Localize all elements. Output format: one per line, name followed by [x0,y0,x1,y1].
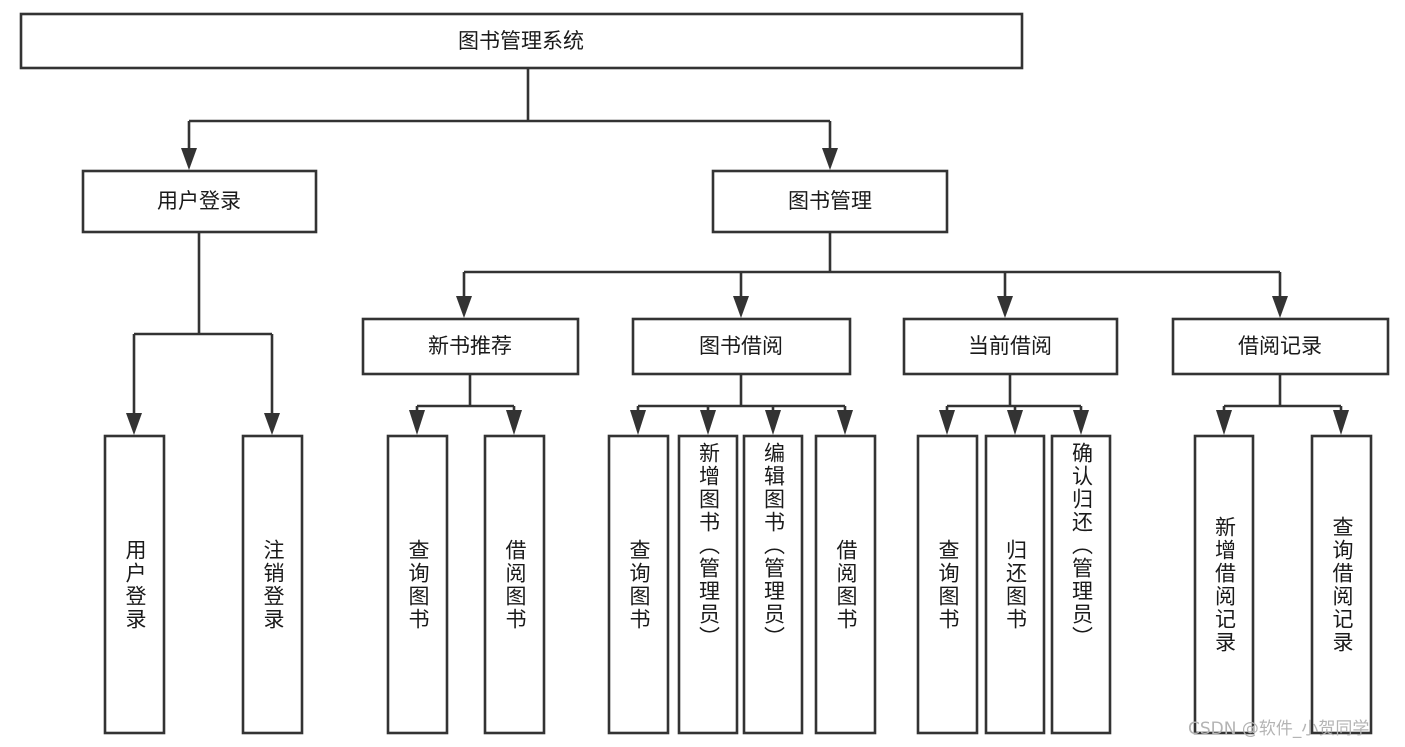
arrow-head-leaf-logout-login [264,413,280,435]
node-root-label: 图书管理系统 [458,29,584,53]
node-borrow-record-box[interactable] [1171,317,1390,376]
leaf-box-query-record[interactable] [1310,434,1373,735]
arrow-head-leaf-query-book-2 [630,410,646,435]
node-borrow-record-label: 借阅记录 [1238,334,1322,358]
leaf-box-query-book-3[interactable] [916,434,979,735]
leaf-box-user-login[interactable] [103,434,166,735]
arrow-head-leaf-confirm-return [1073,410,1089,435]
arrow-head-book-borrow [733,296,749,318]
arrow-head-leaf-return-book [1007,410,1023,435]
connector-user-login-to-leaves [126,232,280,435]
node-borrow-record[interactable]: 借阅记录 [1171,317,1390,376]
node-book-borrow[interactable]: 图书借阅 [631,317,852,376]
arrow-head-leaf-edit-book [765,410,781,435]
connector-book-borrow-to-leaves [630,374,853,435]
node-root-box[interactable] [19,12,1024,70]
arrow-head-leaf-borrow-book-1 [506,410,522,435]
leaf-box-add-record[interactable] [1193,434,1255,735]
node-new-book-recommend-label: 新书推荐 [428,334,512,358]
connector-borrow-record-to-leaves [1216,374,1349,435]
leaf-box-logout-login[interactable] [241,434,304,735]
connector-book-manage-to-level3 [456,232,1288,318]
connector-root-to-level2 [181,68,838,170]
leaf-box-confirm-return[interactable] [1050,434,1112,735]
node-book-manage-box[interactable] [711,169,949,234]
arrow-head-leaf-borrow-book-2 [837,410,853,435]
node-book-manage-label: 图书管理 [788,189,872,213]
node-current-borrow-label: 当前借阅 [968,334,1052,358]
node-user-login-label: 用户登录 [157,189,241,213]
leaf-box-return-book[interactable] [984,434,1046,735]
leaf-box-query-book-1[interactable] [386,434,449,735]
node-current-borrow-box[interactable] [902,317,1119,376]
leaf-box-borrow-book-1[interactable] [483,434,546,735]
node-user-login-box[interactable] [81,169,318,234]
arrow-head-book-manage [822,148,838,170]
node-new-book-recommend-box[interactable] [361,317,580,376]
arrow-head-borrow-record [1272,296,1288,318]
node-current-borrow[interactable]: 当前借阅 [902,317,1119,376]
arrow-head-leaf-add-record [1216,410,1232,435]
connector-new-book-recommend-to-leaves [409,374,522,435]
arrow-head-current-borrow [997,296,1013,318]
node-root[interactable]: 图书管理系统 [19,12,1024,70]
leaf-box-add-book[interactable] [677,434,739,735]
arrow-head-leaf-query-book-3 [939,410,955,435]
node-user-login[interactable]: 用户登录 [81,169,318,234]
arrow-head-leaf-user-login [126,413,142,435]
arrow-head-leaf-query-record [1333,410,1349,435]
leaf-box-edit-book[interactable] [742,434,804,735]
leaf-box-query-book-2[interactable] [607,434,670,735]
arrow-head-user-login [181,148,197,170]
node-book-borrow-box[interactable] [631,317,852,376]
csdn-watermark: CSDN @软件_小贺同学 [1188,719,1370,739]
node-book-borrow-label: 图书借阅 [699,334,783,358]
connector-current-borrow-to-leaves [939,374,1089,435]
node-book-manage[interactable]: 图书管理 [711,169,949,234]
arrow-head-leaf-query-book-1 [409,410,425,435]
arrow-head-new-book-recommend [456,296,472,318]
arrow-head-leaf-add-book [700,410,716,435]
leaf-box-borrow-book-2[interactable] [814,434,877,735]
node-new-book-recommend[interactable]: 新书推荐 [361,317,580,376]
